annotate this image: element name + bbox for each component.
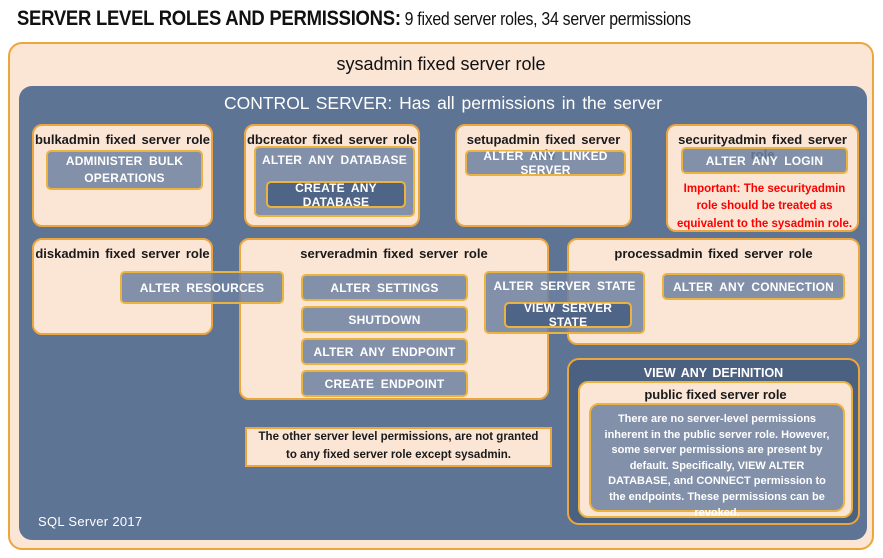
processadmin-role-label: processadmin fixed server role bbox=[614, 246, 813, 261]
public-role-box: public fixed server role There are no se… bbox=[578, 381, 853, 519]
page-title: SERVER LEVEL ROLES AND PERMISSIONS: 9 fi… bbox=[17, 7, 691, 31]
permission-create-any-database: CREATE ANY DATABASE bbox=[266, 181, 406, 209]
public-role-label: public fixed server role bbox=[644, 387, 787, 402]
serveradmin-role-label: serveradmin fixed server role bbox=[300, 246, 488, 261]
permission-view-any-definition-label: VIEW ANY DEFINITION bbox=[643, 366, 784, 380]
other-permissions-note: The other server level permissions, are … bbox=[245, 427, 552, 467]
control-server-label: CONTROL SERVER: Has all permissions in t… bbox=[223, 93, 663, 113]
permission-alter-any-connection: ALTER ANY CONNECTION bbox=[662, 273, 845, 300]
permission-alter-any-endpoint: ALTER ANY ENDPOINT bbox=[301, 338, 468, 365]
dbcreator-role-box: dbcreator fixed server role ALTER ANY DA… bbox=[244, 124, 420, 227]
permission-alter-server-state-label: ALTER SERVER STATE bbox=[493, 279, 636, 293]
permission-administer-bulk-operations: ADMINISTER BULK OPERATIONS bbox=[46, 150, 203, 190]
setupadmin-role-box: setupadmin fixed server role ALTER ANY L… bbox=[455, 124, 632, 227]
permission-view-server-state: VIEW SERVER STATE bbox=[504, 301, 632, 329]
permission-alter-resources: ALTER RESOURCES bbox=[120, 271, 284, 304]
serveradmin-role-box: serveradmin fixed server role ALTER SETT… bbox=[239, 238, 549, 400]
control-server-box: CONTROL SERVER: Has all permissions in t… bbox=[19, 86, 867, 540]
permission-alter-any-login: ALTER ANY LOGIN bbox=[681, 147, 848, 174]
securityadmin-warning-text: Important: The securityadmin role should… bbox=[676, 183, 853, 230]
dbcreator-role-label: dbcreator fixed server role bbox=[246, 132, 418, 147]
diskadmin-role-label: diskadmin fixed server role bbox=[35, 246, 210, 261]
permission-alter-any-database-label: ALTER ANY DATABASE bbox=[262, 153, 407, 167]
public-role-note: There are no server-level permissions in… bbox=[589, 403, 845, 519]
permission-alter-any-linked-server: ALTER ANY LINKED SERVER bbox=[465, 149, 626, 177]
page-title-main: SERVER LEVEL ROLES AND PERMISSIONS: bbox=[17, 7, 401, 30]
permission-alter-server-state: ALTER SERVER STATE VIEW SERVER STATE bbox=[484, 271, 645, 334]
securityadmin-role-box: securityadmin fixed server role ALTER AN… bbox=[666, 124, 859, 232]
permission-alter-any-database: ALTER ANY DATABASE CREATE ANY DATABASE bbox=[254, 146, 415, 217]
bulkadmin-role-box: bulkadmin fixed server role ADMINISTER B… bbox=[32, 124, 213, 227]
permission-create-endpoint: CREATE ENDPOINT bbox=[301, 370, 468, 397]
sysadmin-role-box: sysadmin fixed server role CONTROL SERVE… bbox=[8, 42, 874, 550]
sql-server-version-label: SQL Server 2017 bbox=[38, 514, 143, 529]
page-title-subtitle: 9 fixed server roles, 34 server permissi… bbox=[404, 9, 691, 29]
permission-shutdown: SHUTDOWN bbox=[301, 306, 468, 333]
sysadmin-role-label: sysadmin fixed server role bbox=[336, 54, 546, 74]
view-any-definition-box: VIEW ANY DEFINITION public fixed server … bbox=[567, 358, 860, 525]
bulkadmin-role-label: bulkadmin fixed server role bbox=[34, 132, 211, 147]
permission-alter-settings: ALTER SETTINGS bbox=[301, 274, 468, 301]
